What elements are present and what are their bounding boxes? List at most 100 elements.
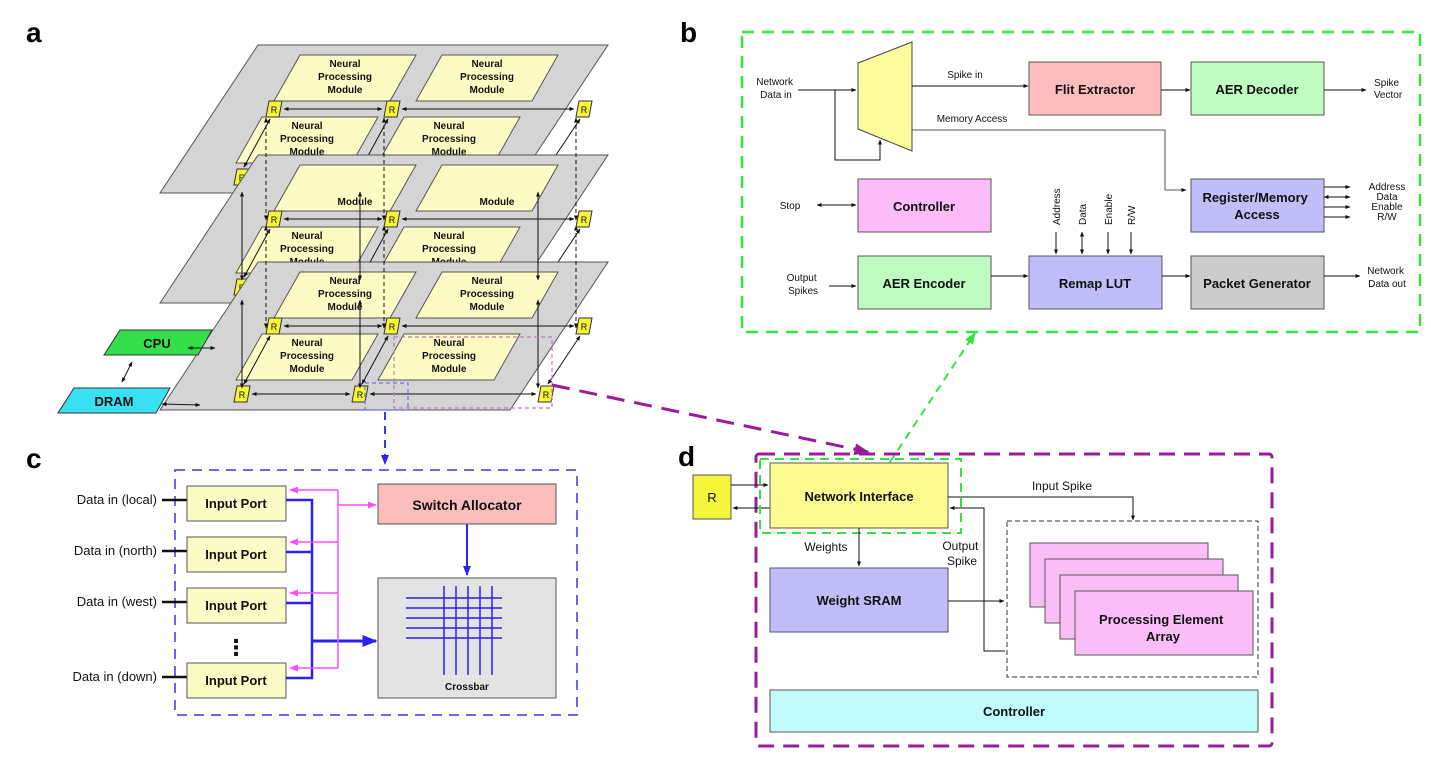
- lut-signal-inputs: Address Data Enable R/W: [1052, 188, 1138, 255]
- svg-text:R: R: [271, 105, 278, 115]
- svg-text:R: R: [543, 390, 550, 400]
- cpu-block: CPU: [103, 329, 213, 356]
- dram-label: DRAM: [95, 394, 134, 409]
- memory-signal-label: Data: [1376, 192, 1398, 203]
- data-in-label: Data in (north): [74, 543, 157, 558]
- aer-encoder-block: AER Encoder: [857, 255, 992, 310]
- output-spikes-label: Output Spikes: [787, 273, 820, 297]
- input-spike-label: Input Spike: [1032, 479, 1092, 493]
- output-spike-arrow: [949, 506, 1005, 652]
- panel-a: a NeuralProcessingModuleNeuralProcessing…: [26, 17, 609, 414]
- lut-signal-label: Data: [1078, 203, 1089, 225]
- svg-text:R: R: [357, 390, 364, 400]
- svg-text:Controller: Controller: [893, 199, 955, 214]
- svg-text:Remap LUT: Remap LUT: [1059, 276, 1131, 291]
- remap-lut-block: Remap LUT: [1028, 255, 1163, 310]
- npm-highlight-box: [393, 336, 553, 409]
- processing-element: [1074, 590, 1254, 656]
- svg-text:Neural: Neural: [291, 121, 322, 132]
- svg-text:R: R: [239, 390, 246, 400]
- svg-text:R: R: [389, 215, 396, 225]
- svg-text:Neural: Neural: [433, 231, 464, 242]
- svg-text:Module: Module: [470, 85, 505, 96]
- a-to-d-connector: [551, 383, 870, 456]
- network-interface-block: Network Interface: [769, 462, 949, 529]
- input-spike-arrow: [948, 496, 1135, 521]
- network-data-out-label: Network Data out: [1367, 266, 1406, 290]
- crossbar-grid: [406, 586, 502, 675]
- data-in-label: Data in (local): [77, 492, 157, 507]
- router: R: [575, 100, 593, 118]
- flit-extractor-block: Flit Extractor: [1028, 61, 1162, 116]
- router: R: [575, 210, 593, 228]
- port-bus-line: [286, 498, 314, 680]
- dram-block: DRAM: [57, 387, 171, 414]
- svg-text:Module: Module: [432, 147, 467, 158]
- panel-d: d R Network Interface Input Spike Output…: [678, 441, 1274, 748]
- crossbar-block: Crossbar: [377, 577, 557, 699]
- panel-b-border: [740, 30, 1422, 334]
- controller-block-b: Controller: [857, 178, 992, 233]
- svg-text:R: R: [389, 322, 396, 332]
- svg-text:R: R: [707, 490, 716, 505]
- lut-signal-label: R/W: [1127, 205, 1138, 225]
- svg-text:Register/Memory Access: Register/Memory Access: [1202, 190, 1311, 222]
- svg-text:Flit Extractor: Flit Extractor: [1055, 82, 1135, 97]
- svg-text:Module: Module: [328, 302, 363, 313]
- router: R: [265, 210, 283, 228]
- svg-text:Neural: Neural: [471, 59, 502, 70]
- svg-text:Module: Module: [338, 197, 373, 208]
- output-spike-label: Output Spike: [942, 539, 981, 568]
- router: R: [383, 317, 401, 335]
- input-port-row: Data in (west)Input Port: [77, 587, 287, 624]
- svg-text:R: R: [581, 322, 588, 332]
- svg-text:R: R: [271, 215, 278, 225]
- ni-highlight-box: [759, 458, 962, 534]
- lut-signal-label: Enable: [1104, 193, 1115, 225]
- panel-c-letter: c: [26, 443, 42, 474]
- svg-text:Module: Module: [328, 85, 363, 96]
- memory-access-label: Memory Access: [937, 114, 1008, 125]
- svg-text:Processing: Processing: [422, 351, 476, 362]
- svg-text:Neural: Neural: [329, 276, 360, 287]
- router-link: [361, 335, 389, 385]
- svg-text:R: R: [389, 105, 396, 115]
- router-link: [243, 335, 271, 385]
- router: R: [383, 100, 401, 118]
- switch-allocator-block: Switch Allocator: [377, 483, 557, 525]
- svg-text:Module: Module: [480, 197, 515, 208]
- stop-label: Stop: [780, 201, 801, 212]
- data-in-label: Data in (west): [77, 594, 157, 609]
- svg-text:Packet Generator: Packet Generator: [1203, 276, 1311, 291]
- aer-decoder-block: AER Decoder: [1190, 61, 1325, 116]
- pe-array-container: [1006, 520, 1259, 678]
- chip-layer: NeuralProcessingModuleNeuralProcessingMo…: [159, 261, 609, 411]
- input-port: [186, 485, 287, 522]
- svg-text:Processing: Processing: [318, 289, 372, 300]
- d-to-b-connector: [889, 331, 976, 463]
- chip-layers: NeuralProcessingModuleNeuralProcessingMo…: [159, 44, 609, 411]
- dram-chip-link: [161, 402, 201, 407]
- lut-signal-label: Address: [1052, 188, 1063, 225]
- panel-d-letter: d: [678, 441, 695, 472]
- svg-text:Neural: Neural: [329, 59, 360, 70]
- input-port: [186, 587, 287, 624]
- memory-signal-label: Address: [1369, 182, 1406, 193]
- svg-text:Weight SRAM: Weight SRAM: [817, 593, 902, 608]
- svg-text:Module: Module: [290, 147, 325, 158]
- router-highlight-box: [364, 382, 409, 411]
- controller-block-d: Controller: [769, 689, 1259, 733]
- packet-generator-block: Packet Generator: [1190, 255, 1325, 310]
- svg-text:Processing: Processing: [422, 244, 476, 255]
- svg-text:AER Encoder: AER Encoder: [882, 276, 965, 291]
- input-port-row: Data in (local)Input Port: [77, 485, 287, 522]
- demux-shape: [857, 41, 913, 152]
- weights-label: Weights: [804, 540, 847, 554]
- memory-access-arrow: [912, 129, 1187, 192]
- network-data-in-label: Network Data in: [756, 77, 795, 101]
